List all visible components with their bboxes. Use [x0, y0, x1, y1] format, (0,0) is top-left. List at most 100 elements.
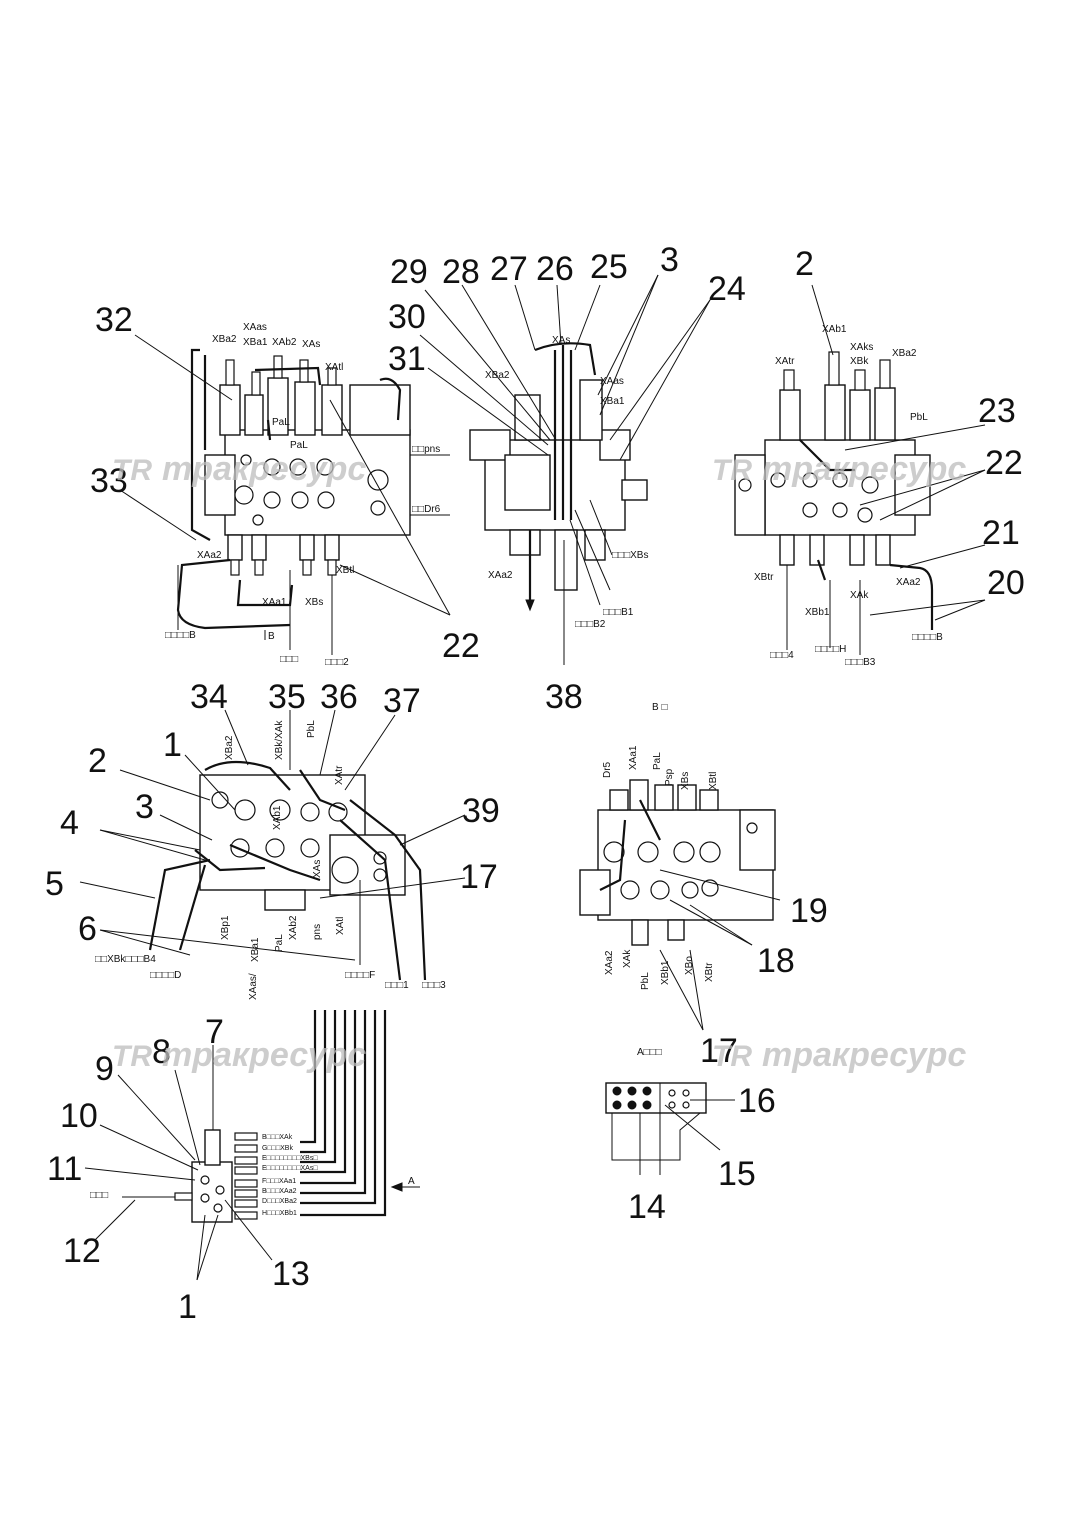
leader-33	[119, 489, 197, 541]
callout-28: 28	[442, 253, 480, 291]
view-d: XBa2 XBk/XAk PbL XAtr XAb1 XAs XBp1 XAb2…	[45, 678, 500, 1000]
callout-6: 6	[78, 910, 97, 948]
callout-3-b: 3	[660, 241, 679, 279]
callout-17-e: 17	[700, 1032, 738, 1070]
label-xas-a: XAs	[302, 339, 320, 350]
callout-22-c: 22	[985, 444, 1023, 482]
label-xas-b: XAs	[552, 335, 570, 346]
label-pbl-d: PbL	[306, 720, 317, 738]
label-xaas-b: XAas	[600, 376, 624, 387]
label-d-xba2-f: D□□□XBa2	[262, 1198, 297, 1205]
label-b-xaa2-f: B□□□XAa2	[262, 1188, 297, 1195]
label-xba2-c: XBa2	[892, 348, 917, 359]
callout-10: 10	[60, 1097, 98, 1135]
callout-14: 14	[628, 1188, 666, 1226]
callout-1-d: 1	[163, 726, 182, 764]
label-xba2-d: XBa2	[224, 735, 235, 760]
watermark-logo-4: TR	[712, 1040, 752, 1073]
caption-a-view: A□□□	[637, 1047, 662, 1058]
callout-4: 4	[60, 804, 79, 842]
label-xatl-a: XAtl	[325, 362, 343, 373]
label-dr6: □□Dr6	[412, 504, 441, 515]
watermark-logo-3: TR	[112, 1040, 152, 1073]
label-b1-b: □□□B1	[603, 607, 634, 618]
callout-2-d: 2	[88, 742, 107, 780]
label-xas-d: XAs	[312, 860, 323, 878]
label-xaas-d: XAas/	[248, 973, 259, 1000]
label-f-xaa1-f: F□□□XAa1	[262, 1178, 296, 1185]
label-xbtl-a: XBtl	[336, 565, 354, 576]
label-xaks-c: XAks	[850, 342, 873, 353]
label-xbs-b: □□□XBs	[612, 550, 648, 561]
label-xatl-d: XAtl	[335, 917, 346, 935]
watermark-text-4: тракресурс	[762, 1036, 966, 1074]
callout-13: 13	[272, 1255, 310, 1293]
callout-34: 34	[190, 678, 228, 716]
label-portf-d: □□□□F	[345, 970, 375, 981]
callout-16: 16	[738, 1082, 776, 1120]
label-xbk-b4-d: □□XBk□□□B4	[95, 954, 156, 965]
label-port1-d: □□□1	[385, 980, 409, 991]
label-b-port-a: □□□□B	[165, 630, 196, 641]
callout-2-c: 2	[795, 245, 814, 283]
callout-17-d: 17	[460, 858, 498, 896]
watermarks: TR тракресурс TR тракресурс TR тракресур…	[112, 450, 966, 1074]
callout-8: 8	[152, 1033, 171, 1071]
label-b-c: □□□□B	[912, 632, 943, 643]
label-pns-d: pns	[312, 924, 323, 940]
label-port4-c: □□□4	[770, 650, 794, 661]
callout-27: 27	[490, 250, 528, 288]
label-xatr-d: XAtr	[334, 765, 345, 785]
callout-33: 33	[90, 462, 128, 500]
callout-24: 24	[708, 270, 746, 308]
label-xba2-a: XBa2	[212, 334, 237, 345]
label-xbp1-d: XBp1	[220, 915, 231, 940]
view-a: XBa2 XAas XBa1 XAb2 XAs XAtl PaL PaL □□p…	[90, 301, 480, 668]
callout-21: 21	[982, 514, 1020, 552]
callout-35: 35	[268, 678, 306, 716]
label-g-xbk-f: G□□□XBk	[262, 1145, 293, 1152]
label-xbkxak-d: XBk/XAk	[274, 720, 285, 760]
label-xab1-c: XAb1	[822, 324, 847, 335]
label-xba2-b: XBa2	[485, 370, 510, 381]
label-porth-c: □□□□H	[815, 644, 846, 655]
label-h-xbb1-f: H□□□XBb1	[262, 1210, 297, 1217]
callout-3-d: 3	[135, 788, 154, 826]
label-pal-a2: PaL	[290, 440, 308, 451]
label-xab2-d: XAb2	[288, 915, 299, 940]
callout-31: 31	[388, 340, 426, 378]
watermark-text-1: тракресурс	[162, 450, 366, 488]
watermark-text-3: тракресурс	[162, 1036, 366, 1074]
callout-26: 26	[536, 250, 574, 288]
callout-15: 15	[718, 1155, 756, 1193]
label-pbl-e: PbL	[640, 972, 651, 990]
callout-29: 29	[390, 253, 428, 291]
label-xak-e: XAk	[622, 949, 633, 968]
label-xak-c: XAk	[850, 590, 869, 601]
callout-20: 20	[987, 564, 1025, 602]
label-portd-d: □□□□D	[150, 970, 181, 981]
connector-block	[605, 1082, 707, 1114]
callout-30: 30	[388, 298, 426, 336]
label-xbs-a: XBs	[305, 597, 323, 608]
label-xab1-d: XAb1	[272, 805, 283, 830]
view-b: XAs XBa2 XAas XBa1 XAa2 □□□XBs □□□B1 □□□…	[388, 241, 746, 716]
label-xaa2-a: XAa2	[197, 550, 222, 561]
label-dr5-e: Dr5	[602, 761, 613, 778]
view-c: XAb1 XAtr XBk XAks XBa2 PbL XBtr XBb1 XA…	[734, 245, 1025, 668]
label-pal-d: PaL	[274, 934, 285, 952]
callout-32: 32	[95, 301, 133, 339]
callout-7: 7	[205, 1013, 224, 1051]
label-b-arrow: B	[268, 631, 275, 642]
label-port-a: □□□	[280, 654, 298, 665]
label-xaa2-e: XAa2	[604, 950, 615, 975]
callout-12: 12	[63, 1232, 101, 1270]
label-port-f: □□□	[90, 1190, 108, 1201]
view-e: Dr5 XAa1 PaL Psp XBs XBtl XAa2 XAk PbL X…	[579, 745, 828, 1070]
callout-9: 9	[95, 1050, 114, 1088]
callout-5: 5	[45, 865, 64, 903]
view-f: B□□□XAk G□□□XBk E□□□□□□□□XBs□ E□□□□□□□□X…	[47, 1010, 420, 1326]
label-xaas-a: XAas	[243, 322, 267, 333]
label-xaa1-e: XAa1	[628, 745, 639, 770]
